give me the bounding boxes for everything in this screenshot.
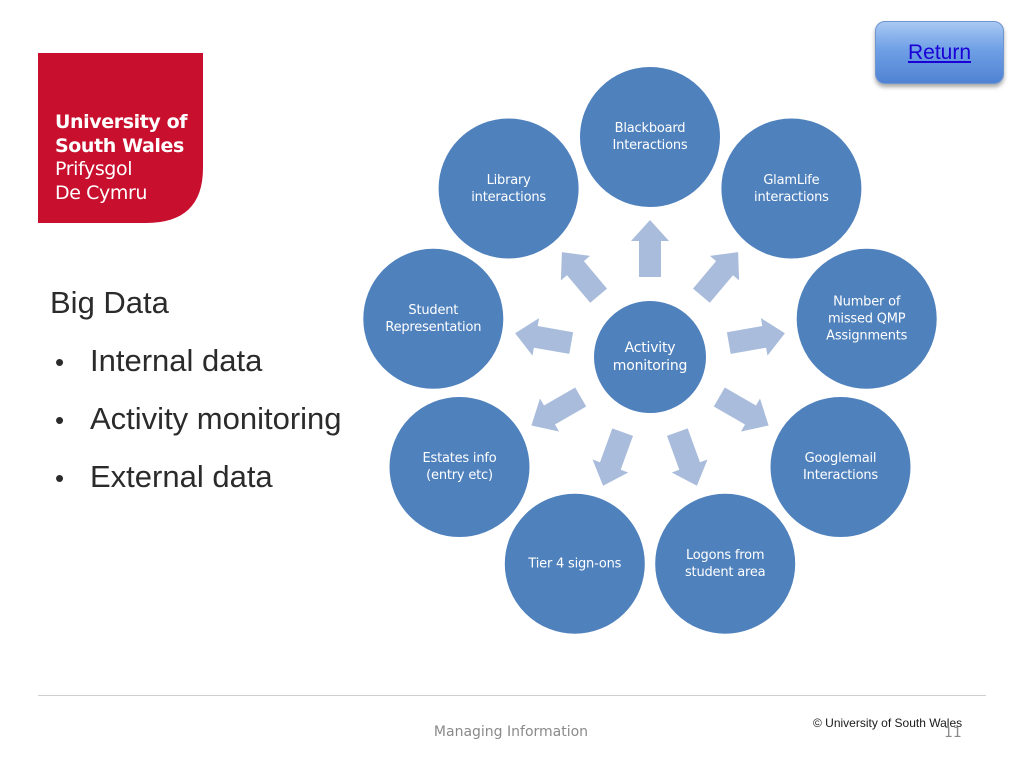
connector-arrow (667, 428, 708, 486)
connector-arrow (560, 252, 607, 303)
bullet-text: External data (90, 459, 273, 494)
footer-divider (38, 695, 986, 696)
diagram-node-label: Blackboard Interactions (612, 121, 688, 153)
diagram-node (719, 116, 864, 261)
diagram-node (436, 116, 581, 261)
diagram-node-label: Tier 4 sign-ons (528, 556, 622, 572)
center-node (592, 299, 708, 415)
footer: Managing Information (0, 724, 1024, 740)
return-link[interactable]: Return (907, 40, 972, 64)
connector-arrow (592, 428, 633, 486)
bullet-text: Internal data (90, 343, 263, 378)
diagram-node (387, 395, 532, 539)
diagram-node (578, 65, 722, 209)
diagram-node-label: Library interactions (471, 172, 546, 205)
connector-arrow (693, 252, 740, 303)
diagram-node (768, 395, 913, 539)
page-number: 11 (944, 725, 962, 741)
connector-arrow (531, 387, 587, 432)
logo-text: University of South Wales Prifysgol De C… (55, 111, 188, 205)
copyright-notice: © University of South Wales (813, 716, 963, 730)
footer-title: Managing Information (433, 724, 589, 740)
logo-line-1: University of (55, 111, 188, 133)
bullet-dot: • (55, 347, 65, 377)
logo-shape (38, 53, 203, 223)
connector-arrow (713, 387, 769, 432)
diagram-node-label: Googlemail Interactions (803, 451, 878, 483)
center-node-label: Activity monitoring (612, 340, 688, 374)
diagram-node (502, 491, 647, 636)
connector-arrow (515, 318, 574, 356)
diagram-node (653, 491, 798, 636)
bullet-dot: • (55, 463, 65, 493)
bullet-text: Activity monitoring (90, 401, 342, 436)
diagram-node-label: Estates info (entry etc) (422, 451, 497, 483)
diagram-node-label: Logons from student area (684, 547, 766, 580)
diagram-node-label: Student Representation (385, 302, 482, 335)
diagram-node-label: Number of missed QMP Assignments (826, 294, 908, 344)
return-button[interactable]: Return (875, 21, 1004, 84)
diagram-node-label: GlamLife interactions (754, 172, 829, 205)
connector-arrow (631, 220, 669, 277)
logo-line-4: De Cymru (55, 181, 148, 204)
logo-line-2: South Wales (55, 134, 184, 157)
university-logo: University of South Wales Prifysgol De C… (38, 53, 203, 223)
logo-line-3: Prifysgol (55, 158, 133, 180)
bullet-dot: • (55, 405, 65, 435)
connector-arrow (726, 318, 785, 356)
bullet-heading: Big Data (50, 285, 169, 320)
diagram-node (794, 246, 939, 391)
diagram-node (361, 246, 506, 391)
